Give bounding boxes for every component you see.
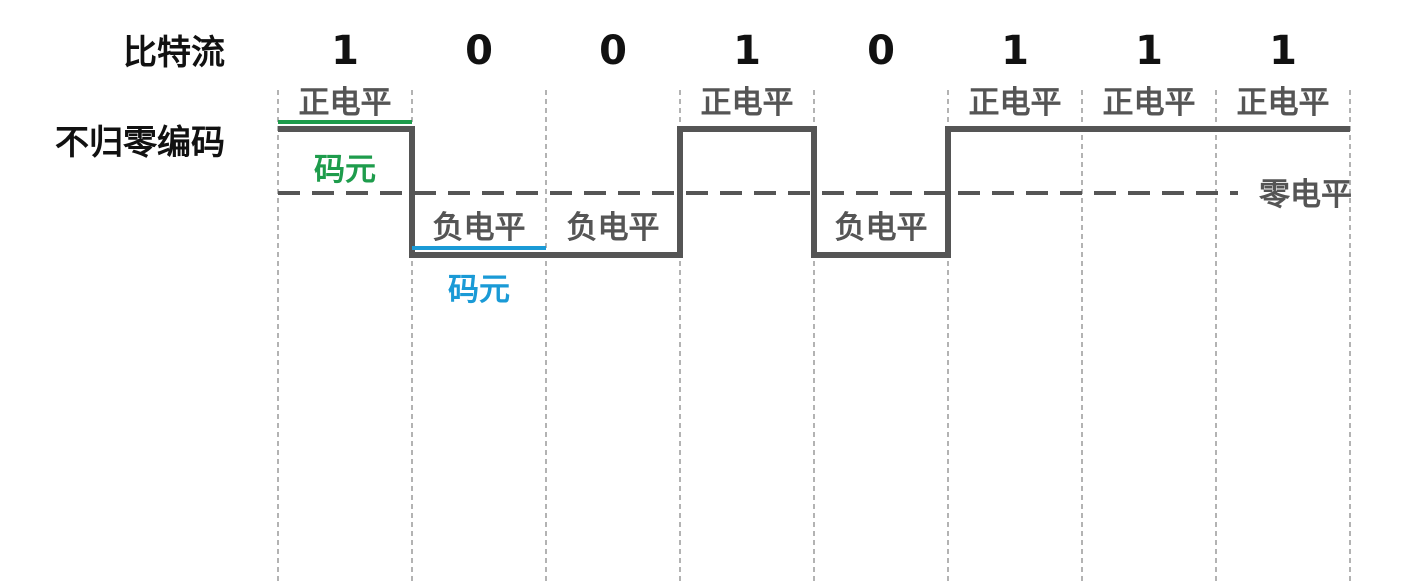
bit-value: 1: [1269, 28, 1297, 74]
bit-value: 1: [1135, 28, 1163, 74]
zero-level-label: 零电平: [1259, 177, 1352, 213]
bit-value: 0: [465, 28, 493, 74]
bit-value: 1: [1001, 28, 1029, 74]
positive-level-label: 正电平: [1237, 85, 1330, 121]
encoding-label: 不归零编码: [55, 123, 225, 163]
negative-level-label: 负电平: [433, 210, 526, 246]
positive-level-label: 正电平: [969, 85, 1062, 121]
bit-value: 1: [331, 28, 359, 74]
negative-level-label: 负电平: [835, 210, 928, 246]
code-unit-low-label: 码元: [448, 272, 510, 308]
bit-value: 0: [599, 28, 627, 74]
bit-value: 1: [733, 28, 761, 74]
nrz-waveform: [278, 126, 1350, 258]
bit-values: 1 0 0 1 0 1 1 1: [331, 28, 1297, 74]
positive-level-label: 正电平: [701, 85, 794, 121]
negative-level-label: 负电平: [567, 210, 660, 246]
positive-level-label: 正电平: [299, 85, 392, 121]
bit-value: 0: [867, 28, 895, 74]
positive-level-label: 正电平: [1103, 85, 1196, 121]
bitstream-label: 比特流: [123, 33, 225, 73]
code-unit-high-label: 码元: [314, 152, 376, 188]
